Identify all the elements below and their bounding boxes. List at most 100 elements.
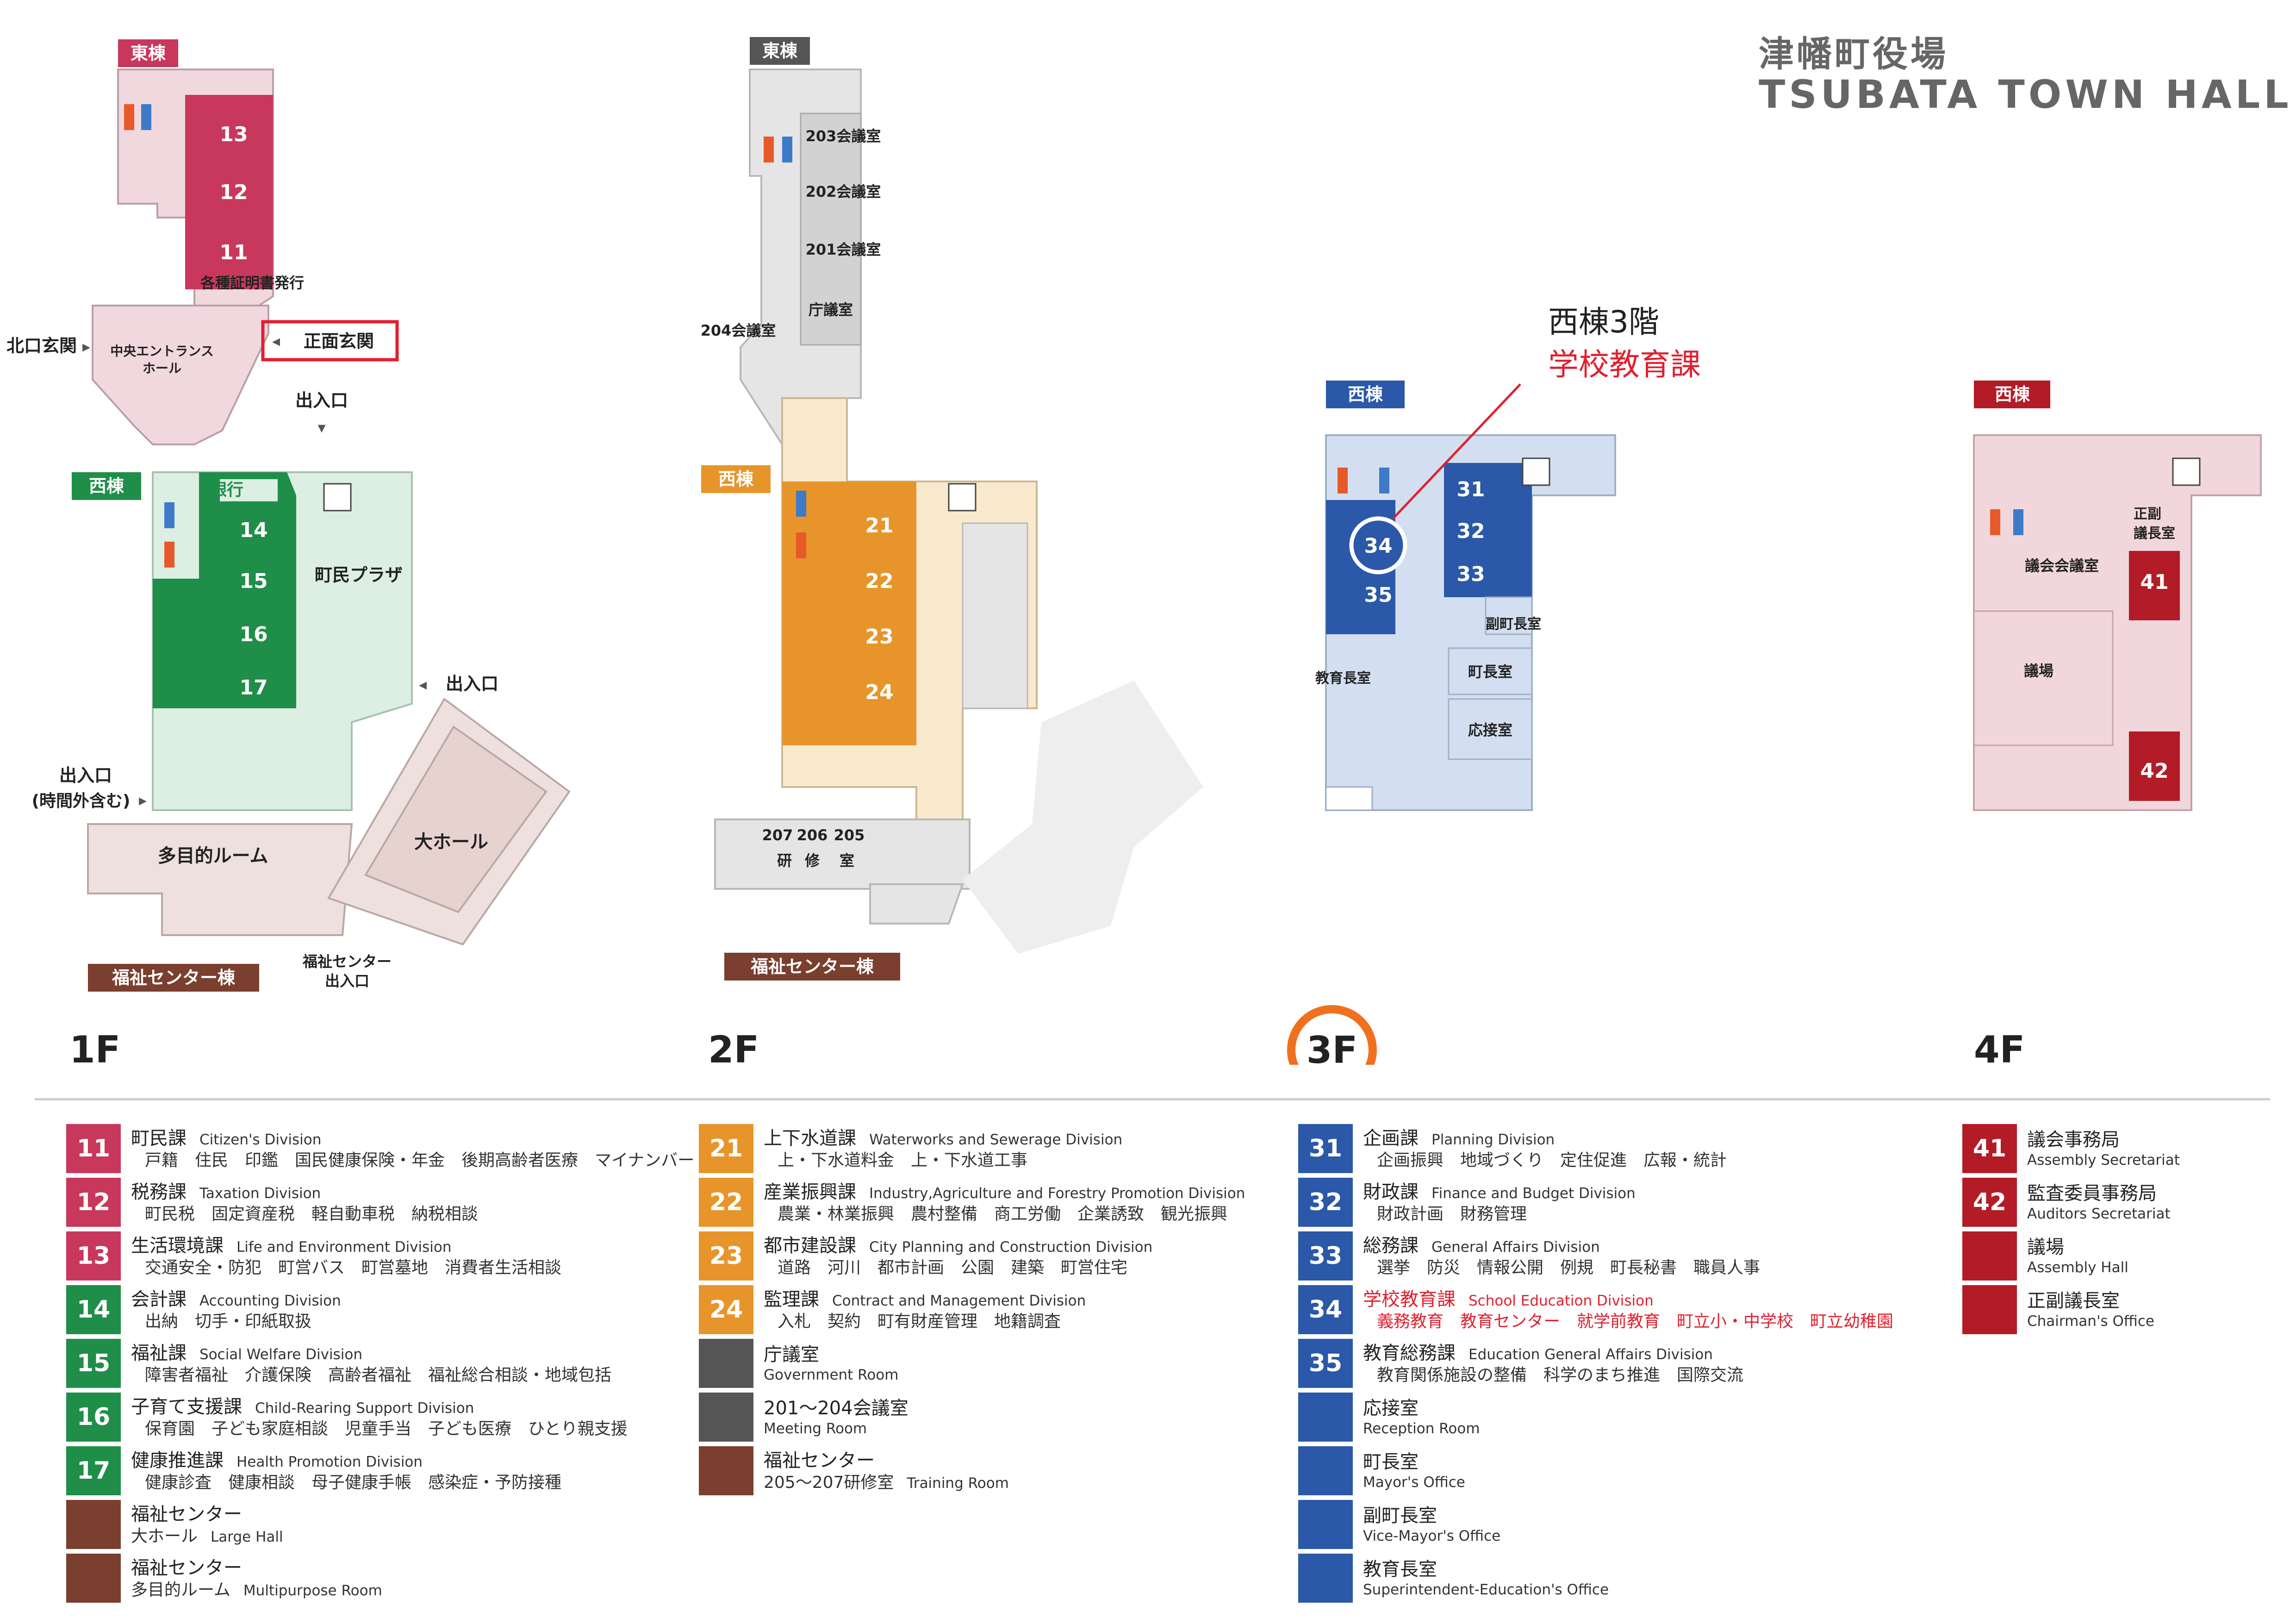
legend-division-english: Child-Rearing Support Division [255,1399,474,1417]
room-number-22: 22 [865,569,893,593]
town-plaza-label: 町民プラザ [315,565,403,585]
room-number-31: 31 [1456,478,1485,501]
legend-division-name: 産業振興課 [764,1181,856,1203]
legend-division-english: City Planning and Construction Division [869,1238,1153,1255]
training-room-char-shu: 修 [804,852,820,869]
legend-number-box [1298,1554,1353,1603]
callout-line [1392,383,1521,519]
restroom-women-icon [764,137,774,162]
legend-division-english: Industry,Agriculture and Forestry Promot… [869,1185,1245,1202]
legend-division-english: Social Welfare Division [199,1346,363,1363]
title-japanese: 津幡町役場 [1759,33,1948,75]
restroom-women-icon [164,542,174,568]
legend-division-name: 監査委員事務局 [2027,1182,2157,1204]
legend-division-details: 交通安全・防犯 町営バス 町営墓地 消費者生活相談 [145,1258,562,1277]
legend-division-details: 大ホール [131,1526,198,1546]
training-room-206-label: 206 [797,826,828,844]
room-number-42: 42 [2140,759,2168,783]
legend-division-name: 議会事務局 [2027,1129,2120,1150]
legend-number-box: 16 [66,1393,121,1442]
welfare-wing-tag-2f [724,953,900,981]
legend-division-english: General Affairs Division [1431,1238,1600,1255]
restroom-men-icon [164,502,174,528]
east-wing-tag-1f [118,39,178,67]
legend-number-box [66,1554,121,1603]
legend-number-box: 32 [1298,1178,1353,1227]
legend-division-details: Mayor's Office [1363,1474,1465,1491]
title-english: TSUBATA TOWN HALL [1759,72,2292,117]
legend-number-box: 15 [66,1339,121,1388]
west-wing-label-3f: 西棟 [1348,384,1383,405]
legend-division-name: 会計課 [131,1288,187,1310]
legend-division-details: 保育園 子ども家庭相談 児童手当 子ども医療 ひとり親支援 [145,1419,628,1438]
legend-division-details: 入札 契約 町有財産管理 地籍調査 [778,1312,1061,1331]
central-entrance-hall-label: ホール [143,361,181,376]
chairman-office-label-1: 正副 [2134,506,2161,522]
legend-division-details: 多目的ルーム [131,1580,230,1599]
legend-division-details: Vice-Mayor's Office [1363,1527,1501,1544]
legend-number-box: 12 [66,1178,121,1227]
east-wing-tag-2f [750,37,810,65]
main-entrance-arrow: ◂ [272,332,280,350]
restroom-men-icon [2013,509,2023,535]
legend-number-box [66,1500,121,1549]
training-room-char-ken: 研 [777,852,792,869]
legend-number-box [1298,1446,1353,1495]
legend-division-name: 監理課 [764,1288,819,1310]
legend-division-name: 庁議室 [764,1343,819,1365]
room-number-23: 23 [865,625,893,649]
legend-division-english: Contract and Management Division [832,1292,1086,1309]
legend-division-english: Citizen's Division [199,1131,322,1148]
legend-division-details: 健康診査 健康相談 母子健康手帳 感染症・予防接種 [145,1473,562,1492]
legend-division-english: Taxation Division [199,1185,321,1202]
legend-division-name: 健康推進課 [131,1449,224,1471]
entrance-label-1: 出入口 [295,390,348,411]
legend-division-name: 税務課 [131,1181,187,1203]
legend-division-name: 生活環境課 [131,1235,224,1256]
elevator-icon [1522,457,1550,486]
legend-text: 産業振興課 Industry,Agriculture and Forestry P… [764,1181,1245,1224]
legend-text: 監理課 Contract and Management Division 入札 契約… [764,1288,1086,1332]
legend-text: 健康推進課 Health Promotion Division 健康診査 健康相談 … [131,1449,561,1493]
callout-division-label: 学校教育課 [1548,347,1701,382]
meeting-room-201-label: 201会議室 [806,241,881,258]
room-number-17: 17 [239,676,268,700]
legend-number-box: 34 [1298,1285,1353,1334]
legend-division-name: 企画課 [1363,1127,1419,1149]
legend-division-details: Reception Room [1363,1420,1480,1437]
entrance-arrow-2: ◂ [419,675,427,694]
legend-number-box [1298,1393,1353,1442]
restroom-women-icon [124,104,134,130]
legend-division-details: Meeting Room [764,1420,867,1437]
north-entrance-label: 北口玄関 [6,336,77,356]
welfare-entrance-sub-label: 出入口 [325,972,369,990]
west-entrance-arrow: ▸ [139,791,147,810]
reception-room-label: 応接室 [1468,721,1512,739]
legend-division-name: 議場 [2027,1236,2064,1258]
legend-division-english: Health Promotion Division [236,1453,423,1470]
legend-division-details: 出納 切手・印紙取扱 [145,1312,312,1331]
west-wing-label-4f: 西棟 [1995,384,2030,405]
